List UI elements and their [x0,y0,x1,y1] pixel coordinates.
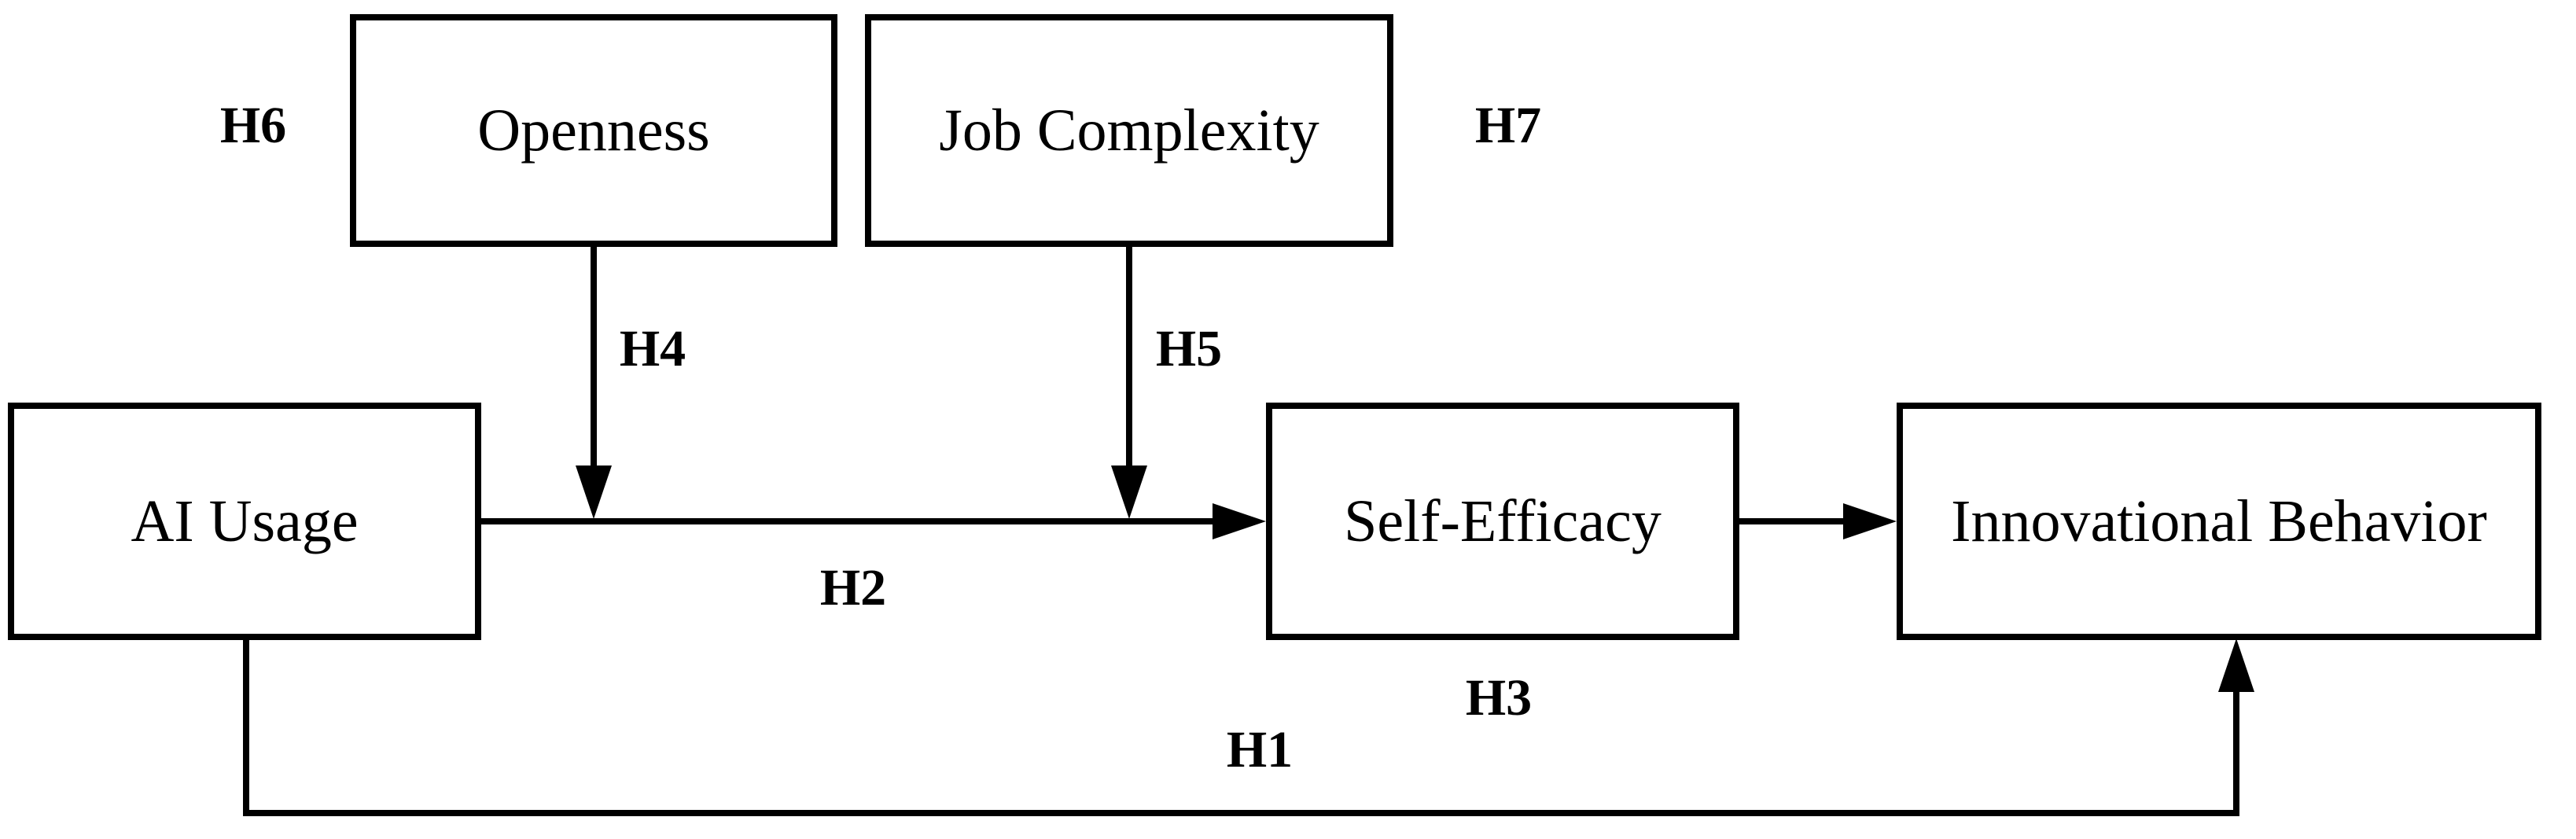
h4-arrow-line [591,247,597,470]
h5-arrowhead-down-icon [1111,465,1147,519]
h1-arrow-segment-down [243,640,249,816]
node-job-complexity: Job Complexity [865,14,1393,247]
hypothesis-label-h4: H4 [619,320,686,377]
h3-arrow-line [1739,518,1848,524]
node-innovational-behavior: Innovational Behavior [1897,403,2541,640]
node-openness-label: Openness [477,98,710,164]
node-self-efficacy: Self-Efficacy [1266,403,1739,640]
node-openness: Openness [350,14,837,247]
hypothesis-label-h3: H3 [1465,669,1533,727]
h3-arrowhead-right-icon [1843,503,1897,539]
node-innovational-behavior-label: Innovational Behavior [1951,488,2487,554]
h2-arrow-line [481,518,1217,524]
node-self-efficacy-label: Self-Efficacy [1344,488,1662,554]
node-job-complexity-label: Job Complexity [939,98,1319,164]
hypothesis-label-h2: H2 [819,559,887,616]
hypothesis-label-h6: H6 [219,97,287,154]
h1-arrow-segment-up [2233,689,2239,816]
hypothesis-label-h1: H1 [1226,721,1294,778]
hypothesis-label-h7: H7 [1474,97,1542,154]
h5-arrow-line [1126,247,1132,470]
h1-arrow-segment-across [243,810,2239,816]
node-ai-usage: AI Usage [8,403,481,640]
h4-arrowhead-down-icon [576,465,612,519]
h2-arrowhead-right-icon [1213,503,1266,539]
h1-arrowhead-up-icon [2218,638,2254,692]
node-ai-usage-label: AI Usage [131,488,359,554]
hypothesis-label-h5: H5 [1155,320,1223,377]
